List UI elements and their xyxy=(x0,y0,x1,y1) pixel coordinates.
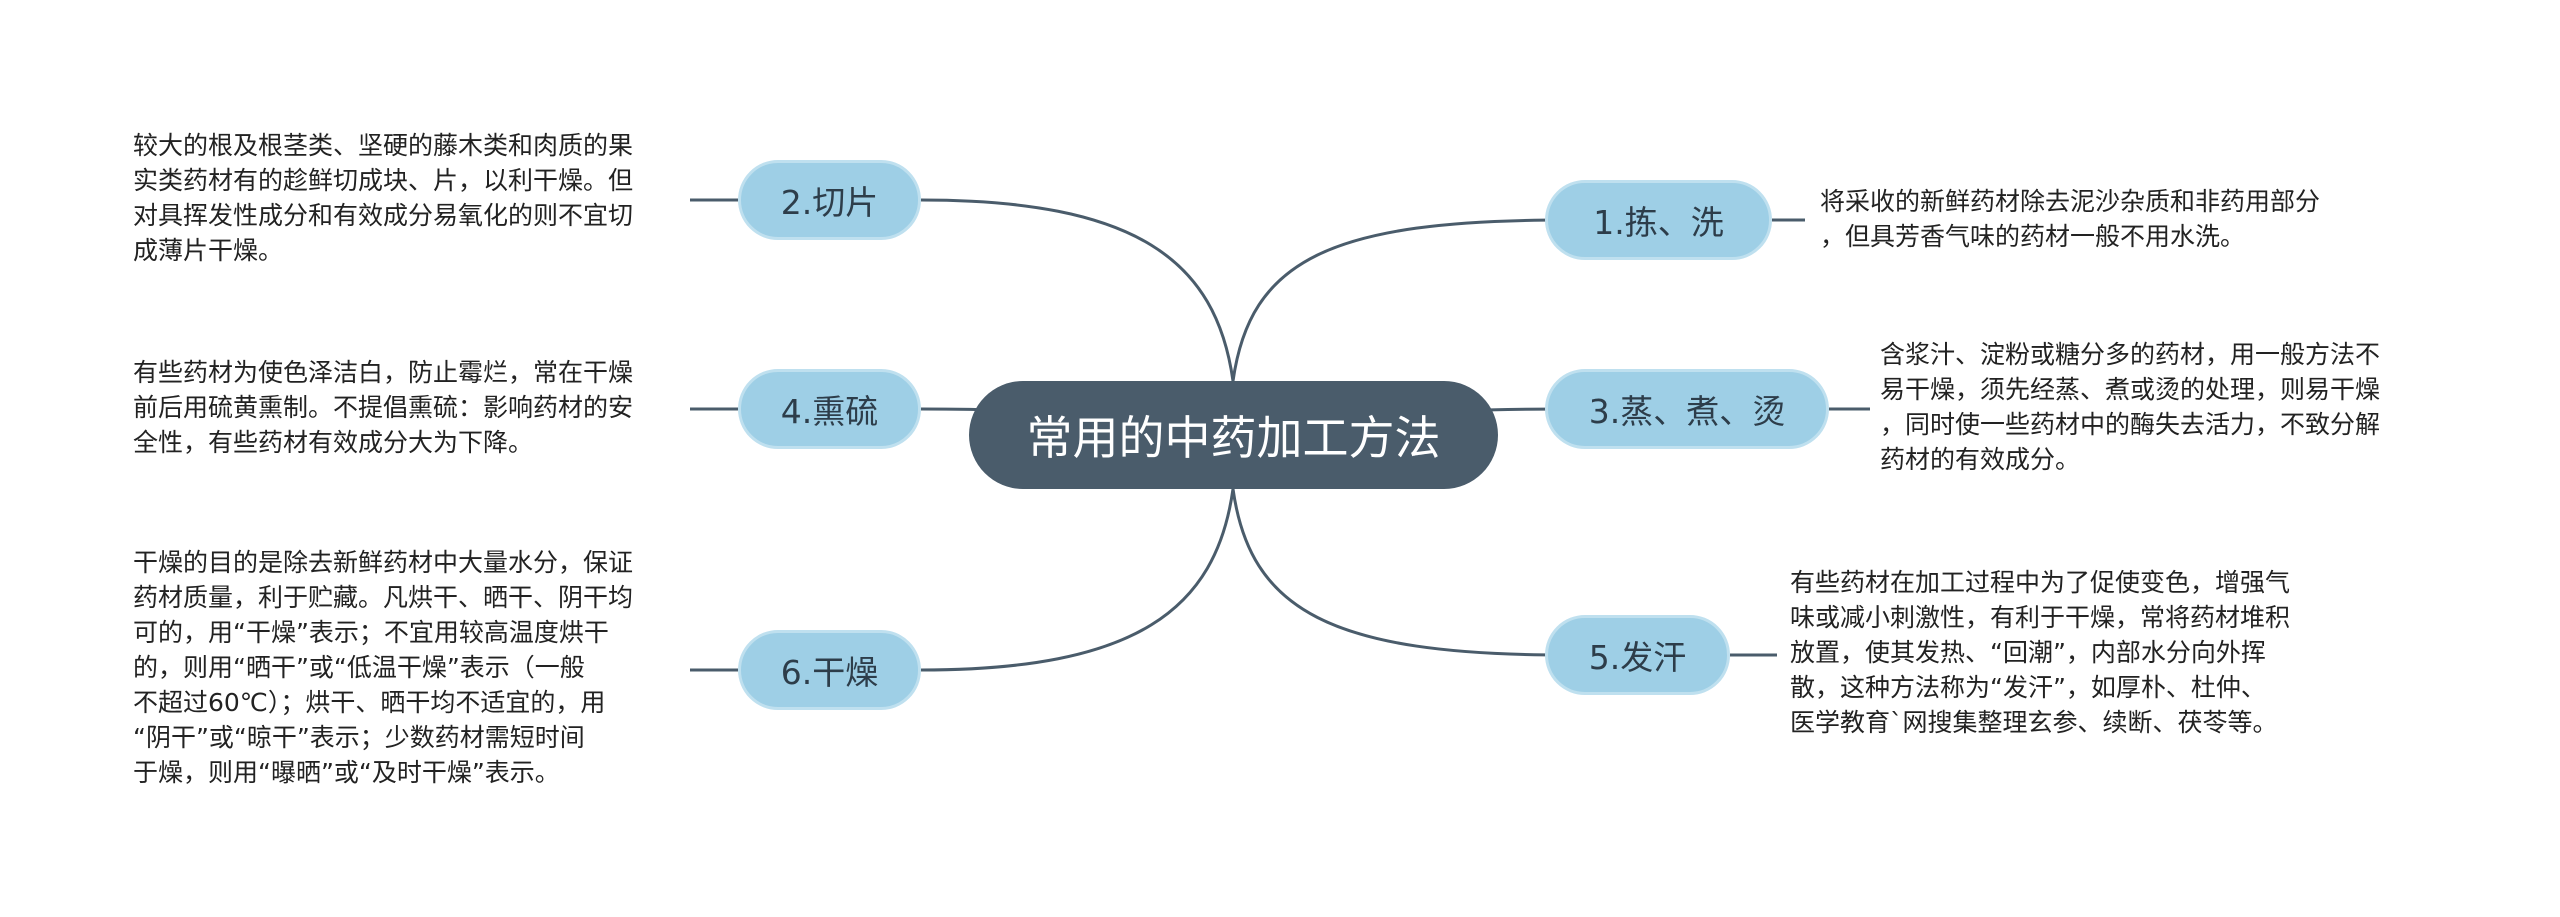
note-line: 放置，使其发热、“回潮”，内部水分向外挥 xyxy=(1790,638,2266,667)
note-line: 对具挥发性成分和有效成分易氧化的则不宜切 xyxy=(133,201,634,230)
note-line: 有些药材在加工过程中为了促使变色，增强气 xyxy=(1790,568,2291,597)
branch-2-node[interactable]: 2.切片 xyxy=(738,160,921,240)
connector-b1 xyxy=(1231,218,1566,382)
branch-4-note: 有些药材为使色泽洁白，防止霉烂，常在干燥 前后用硫黄熏制。不提倡熏硫：影响药材的… xyxy=(133,355,633,460)
note-line: 不超过60℃）；烘干、晒干均不适宜的，用 xyxy=(133,688,606,717)
note-line: 前后用硫黄熏制。不提倡熏硫：影响药材的安 xyxy=(133,393,634,422)
note-line: 实类药材有的趁鲜切成块、片，以利干燥。但 xyxy=(133,166,634,195)
note-line: 较大的根及根茎类、坚硬的藤木类和肉质的果 xyxy=(133,131,634,160)
connector-b2 xyxy=(920,198,1235,382)
note-line: ，但具芳香气味的药材一般不用水洗。 xyxy=(1820,222,2246,251)
note-line: 干燥的目的是除去新鲜药材中大量水分，保证 xyxy=(133,548,634,577)
note-line: 含浆汁、淀粉或糖分多的药材，用一般方法不 xyxy=(1880,340,2381,369)
branch-1-note: 将采收的新鲜药材除去泥沙杂质和非药用部分 ，但具芳香气味的药材一般不用水洗。 xyxy=(1820,184,2320,254)
branch-6-note: 干燥的目的是除去新鲜药材中大量水分，保证 药材质量，利于贮藏。凡烘干、晒干、阴干… xyxy=(133,545,633,790)
central-topic[interactable]: 常用的中药加工方法 xyxy=(969,381,1498,489)
note-line: 于燥，则用“曝晒”或“及时干燥”表示。 xyxy=(133,758,560,787)
note-line: 有些药材为使色泽洁白，防止霉烂，常在干燥 xyxy=(133,358,634,387)
note-line: 药材质量，利于贮藏。凡烘干、晒干、阴干均 xyxy=(133,583,634,612)
connector-b6 xyxy=(920,488,1235,672)
note-line: 易干燥，须先经蒸、煮或烫的处理，则易干燥 xyxy=(1880,375,2381,404)
note-line: 可的，用“干燥”表示；不宜用较高温度烘干 xyxy=(133,618,609,647)
branch-1-node[interactable]: 1.拣、洗 xyxy=(1545,180,1772,260)
note-line: 药材的有效成分。 xyxy=(1880,445,2081,474)
note-line: 味或减小刺激性，有利于干燥，常将药材堆积 xyxy=(1790,603,2291,632)
branch-6-node[interactable]: 6.干燥 xyxy=(738,630,921,710)
note-line: 的，则用“晒干”或“低温干燥”表示（一般 xyxy=(133,653,585,682)
branch-4-node[interactable]: 4.熏硫 xyxy=(738,369,921,449)
note-line: 成薄片干燥。 xyxy=(133,236,284,265)
note-line: 全性，有些药材有效成分大为下降。 xyxy=(133,428,534,457)
note-line: 将采收的新鲜药材除去泥沙杂质和非药用部分 xyxy=(1820,187,2321,216)
connector-b5 xyxy=(1231,488,1566,657)
branch-5-node[interactable]: 5.发汗 xyxy=(1545,615,1730,695)
note-line: 散，这种方法称为“发汗”，如厚朴、杜仲、 xyxy=(1790,673,2266,702)
branch-3-node[interactable]: 3.蒸、煮、烫 xyxy=(1545,369,1829,449)
branch-5-note: 有些药材在加工过程中为了促使变色，增强气 味或减小刺激性，有利于干燥，常将药材堆… xyxy=(1790,565,2290,740)
note-line: 医学教育`网搜集整理玄参、续断、茯苓等。 xyxy=(1790,708,2278,737)
note-line: ，同时使一些药材中的酶失去活力，不致分解 xyxy=(1880,410,2381,439)
branch-2-note: 较大的根及根茎类、坚硬的藤木类和肉质的果 实类药材有的趁鲜切成块、片，以利干燥。… xyxy=(133,128,633,268)
note-line: “阴干”或“晾干”表示；少数药材需短时间 xyxy=(133,723,585,752)
branch-3-note: 含浆汁、淀粉或糖分多的药材，用一般方法不 易干燥，须先经蒸、煮或烫的处理，则易干… xyxy=(1880,337,2380,477)
